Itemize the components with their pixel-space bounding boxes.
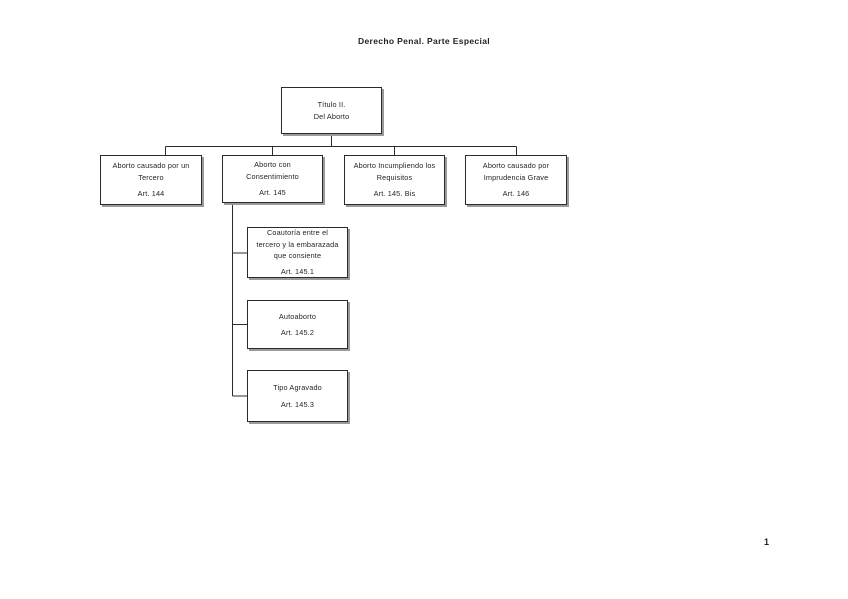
node-line: Imprudencia Grave [483, 172, 549, 182]
node-article: Art. 144 [137, 189, 165, 199]
node-line: Coautoría entre el [266, 228, 329, 238]
node-article: Art. 145.3 [280, 399, 315, 409]
node-aborto-requisitos[interactable]: Aborto Incumpliendo los Requisitos Art. … [344, 155, 445, 205]
node-article: Art. 145 [259, 188, 286, 198]
node-article: Art. 145. Bis [373, 189, 416, 199]
node-article: Art. 145.2 [280, 328, 315, 337]
node-tipo-agravado[interactable]: Tipo Agravado Art. 145.3 [247, 370, 348, 422]
node-line: Tercero [138, 172, 164, 182]
node-line: Aborto causado por un [112, 161, 190, 171]
node-titulo-ii[interactable]: Título II. Del Aborto [281, 87, 382, 134]
node-article: Art. 145.1 [280, 267, 315, 277]
node-line: que consiente [273, 251, 322, 260]
node-aborto-tercero[interactable]: Aborto causado por un Tercero Art. 144 [100, 155, 202, 205]
node-line: Tipo Agravado [273, 383, 322, 393]
node-line: Requisitos [376, 172, 413, 182]
node-autoaborto[interactable]: Autoaborto Art. 145.2 [247, 300, 348, 349]
node-line: Título II. [317, 100, 346, 110]
node-line: Aborto causado por [482, 161, 550, 171]
node-line: Autoaborto [278, 311, 317, 321]
node-line: Aborto con [254, 160, 291, 170]
node-line: tercero y la embarazada [256, 239, 339, 249]
node-aborto-consentimiento[interactable]: Aborto con Consentimiento Art. 145 [222, 155, 323, 203]
node-aborto-imprudencia[interactable]: Aborto causado por Imprudencia Grave Art… [465, 155, 567, 205]
node-coautoria[interactable]: Coautoría entre el tercero y la embaraza… [247, 227, 348, 278]
node-line: Aborto Incumpliendo los [353, 161, 436, 171]
page-number: 1 [764, 537, 770, 547]
node-article: Art. 146 [502, 189, 530, 199]
node-line: Consentimiento [246, 171, 299, 181]
page-title: Derecho Penal. Parte Especial [357, 36, 491, 46]
node-line: Del Aborto [313, 111, 350, 121]
